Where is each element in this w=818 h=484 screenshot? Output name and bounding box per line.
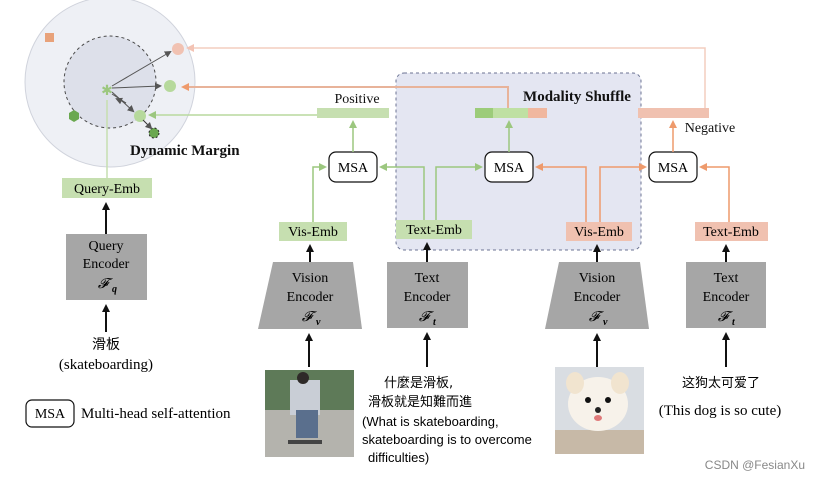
vis-emb-box-negative: Vis-Emb [566, 222, 632, 241]
svg-text:Encoder: Encoder [703, 290, 750, 305]
watermark: CSDN @FesianXu [705, 458, 805, 472]
positive-label: Positive [334, 92, 379, 107]
msa-box-2: MSA [484, 151, 534, 183]
text1-en-line1: (What is skateboarding, [362, 414, 499, 429]
text1-en-line3: difficulties) [368, 450, 429, 465]
negative-bar [638, 108, 709, 118]
svg-text:Query-Emb: Query-Emb [74, 182, 140, 197]
svg-text:MSA: MSA [338, 161, 369, 176]
text1-cn-line2: 滑板就是知難而進 [368, 394, 472, 410]
margin-point [148, 127, 160, 139]
negative-return-line [186, 44, 706, 108]
msa-box-1: MSA [328, 151, 378, 183]
msa-legend-text: Multi-head self-attention [81, 406, 231, 422]
svg-text:Vision: Vision [292, 271, 329, 286]
msa-legend: MSA Multi-head self-attention [25, 399, 231, 428]
modality-shuffle-label: Modality Shuffle [523, 89, 631, 105]
svg-text:t: t [433, 317, 437, 328]
query-emb-box: Query-Emb [62, 178, 152, 198]
embedding-space: ✱ [24, 0, 196, 168]
dynamic-margin-label: Dynamic Margin [130, 143, 240, 159]
positive-hex-point [69, 110, 79, 122]
svg-text:v: v [603, 317, 608, 328]
svg-text:Vis-Emb: Vis-Emb [574, 225, 624, 240]
positive-point-outer [164, 80, 176, 92]
text-encoder-negative: Text Encoder 𝓕 t [686, 262, 766, 328]
skateboard-image [265, 370, 354, 457]
msa-box-3: MSA [648, 151, 698, 183]
svg-text:Encoder: Encoder [83, 257, 130, 272]
svg-text:MSA: MSA [658, 161, 689, 176]
shuffle-return-line [181, 83, 509, 108]
text-encoder-positive: Text Encoder 𝓕 t [387, 262, 468, 328]
svg-text:v: v [316, 317, 321, 328]
svg-text:Encoder: Encoder [574, 290, 621, 305]
text1-en-line2: skateboarding is to overcome [362, 432, 532, 447]
text2-en: (This dog is so cute) [659, 403, 781, 419]
negative-label: Negative [685, 121, 736, 136]
svg-text:Text: Text [714, 271, 739, 286]
positive-bar [317, 108, 389, 118]
svg-text:MSA: MSA [35, 407, 66, 422]
positive-point [134, 110, 146, 122]
text1-cn-line1: 什麼是滑板, [384, 376, 453, 391]
vis-emb-box-positive: Vis-Emb [279, 222, 347, 241]
vision-encoder-positive: Vision Encoder 𝓕 v [258, 262, 362, 329]
svg-text:Text: Text [415, 271, 440, 286]
dog-image [555, 367, 644, 454]
text-emb-box-negative: Text-Emb [695, 222, 768, 241]
negative-square-point [45, 33, 54, 42]
negative-point [172, 43, 184, 55]
svg-text:Encoder: Encoder [287, 290, 334, 305]
svg-text:Encoder: Encoder [404, 290, 451, 305]
svg-text:MSA: MSA [494, 161, 525, 176]
svg-text:Vision: Vision [579, 271, 616, 286]
svg-text:q: q [112, 284, 117, 295]
svg-text:t: t [732, 317, 736, 328]
svg-text:Text-Emb: Text-Emb [703, 225, 759, 240]
shuffle-bar [475, 108, 547, 118]
text-emb-box-positive: Text-Emb [396, 220, 472, 239]
query-encoder: Query Encoder 𝓕 q [66, 234, 147, 300]
vision-encoder-negative: Vision Encoder 𝓕 v [545, 262, 649, 329]
svg-text:Vis-Emb: Vis-Emb [288, 225, 338, 240]
svg-text:Query: Query [89, 239, 124, 254]
query-input-en: (skateboarding) [59, 357, 153, 373]
text2-cn: 这狗太可爱了 [682, 375, 760, 391]
query-star-point: ✱ [101, 84, 113, 99]
query-input-cn: 滑板 [92, 336, 120, 353]
svg-text:Text-Emb: Text-Emb [406, 223, 462, 238]
